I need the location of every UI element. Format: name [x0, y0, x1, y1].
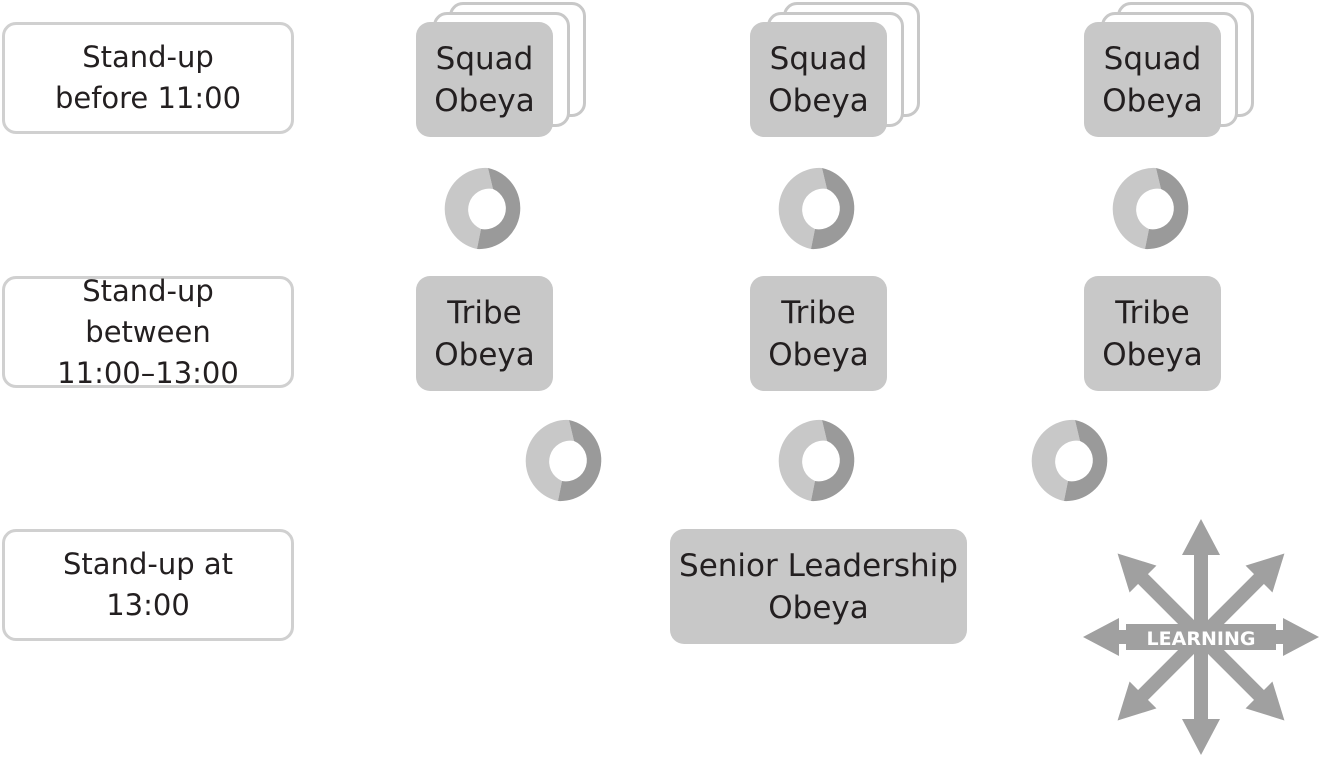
tribe-obeya-box-2: Tribe Obeya	[750, 276, 887, 391]
cycle-icon	[444, 167, 521, 250]
squad-obeya-box: Squad Obeya	[750, 22, 887, 137]
box-label-line: Obeya	[768, 589, 869, 626]
senior-leadership-obeya-box: Senior Leadership Obeya	[670, 529, 967, 644]
box-label-line: Tribe	[447, 294, 522, 331]
box-label-line: Tribe	[781, 294, 856, 331]
box-label-line: Tribe	[1115, 294, 1190, 331]
row-label-line: Stand-up	[82, 40, 214, 74]
box-label-line: Obeya	[434, 336, 535, 373]
box-label-line: Obeya	[768, 82, 869, 119]
cycle-icon	[525, 419, 602, 502]
row-label-line: before 11:00	[54, 81, 242, 115]
cycle-icon	[778, 167, 855, 250]
cycle-icon	[1112, 167, 1189, 250]
box-label-line: Obeya	[434, 82, 535, 119]
tribe-obeya-box-1: Tribe Obeya	[416, 276, 553, 391]
box-label-line: Squad	[435, 40, 534, 77]
learning-arrows-icon: LEARNING	[1083, 519, 1319, 755]
squad-obeya-box: Squad Obeya	[1084, 22, 1221, 137]
box-label-line: Senior Leadership	[679, 547, 958, 584]
box-label-line: Obeya	[768, 336, 869, 373]
cycle-icon	[1031, 419, 1108, 502]
squad-obeya-box: Squad Obeya	[416, 22, 553, 137]
tribe-obeya-box-3: Tribe Obeya	[1084, 276, 1221, 391]
learning-label: LEARNING	[1147, 628, 1256, 650]
row-label-between-11-13: Stand-up between 11:00–13:00	[2, 274, 294, 390]
box-label-line: Obeya	[1102, 336, 1203, 373]
cycle-icon	[778, 419, 855, 502]
row-label-line: 13:00	[106, 588, 190, 622]
box-label-line: Obeya	[1102, 82, 1203, 119]
row-label-line: Stand-up between	[82, 273, 214, 349]
box-label-line: Squad	[769, 40, 868, 77]
row-label-line: 11:00–13:00	[57, 355, 239, 390]
row-label-before-11: Stand-up before 11:00	[2, 22, 294, 134]
row-label-line: Stand-up at	[63, 547, 233, 581]
box-label-line: Squad	[1103, 40, 1202, 77]
row-label-at-13: Stand-up at 13:00	[2, 529, 294, 641]
